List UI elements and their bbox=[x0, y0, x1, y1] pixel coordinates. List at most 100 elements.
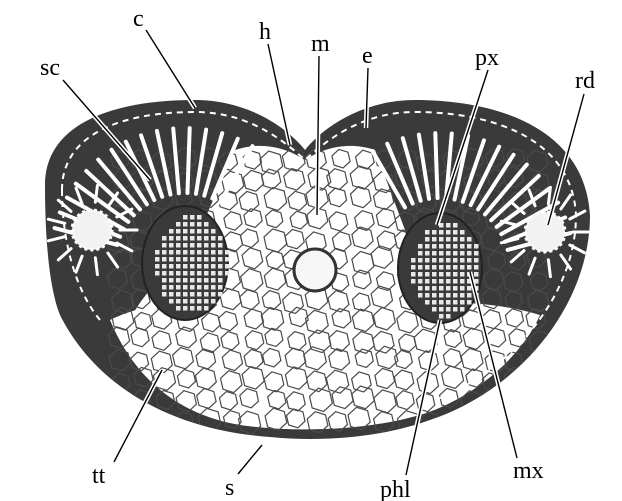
xylem-cell bbox=[439, 272, 444, 277]
xylem-cell bbox=[211, 257, 216, 262]
xylem-cell bbox=[211, 285, 216, 290]
parenchyma-cell bbox=[530, 407, 552, 430]
xylem-cell bbox=[183, 306, 188, 311]
xylem-cell bbox=[211, 299, 216, 304]
xylem-cell bbox=[197, 222, 202, 227]
xylem-cell bbox=[225, 271, 230, 276]
xylem-cell bbox=[197, 229, 202, 234]
xylem-cell bbox=[446, 223, 451, 228]
xylem-cell bbox=[162, 292, 167, 297]
xylem-cell bbox=[432, 237, 437, 242]
xylem-cell bbox=[460, 286, 465, 291]
xylem-cell bbox=[474, 258, 479, 263]
xylem-cell bbox=[467, 286, 472, 291]
xylem-cell bbox=[211, 271, 216, 276]
xylem-cell bbox=[453, 279, 458, 284]
xylem-cell bbox=[432, 272, 437, 277]
xylem-cell bbox=[169, 250, 174, 255]
xylem-cell bbox=[460, 244, 465, 249]
xylem-cell bbox=[418, 258, 423, 263]
xylem-cell bbox=[418, 251, 423, 256]
xylem-cell bbox=[446, 251, 451, 256]
xylem-cell bbox=[197, 299, 202, 304]
xylem-cell bbox=[211, 264, 216, 269]
label-px: px bbox=[475, 45, 499, 71]
xylem-cell bbox=[204, 257, 209, 262]
xylem-cell bbox=[155, 264, 160, 269]
xylem-cell bbox=[453, 293, 458, 298]
xylem-cell bbox=[183, 299, 188, 304]
xylem-cell bbox=[425, 272, 430, 277]
xylem-cell bbox=[460, 230, 465, 235]
parenchyma-cell bbox=[441, 414, 458, 432]
xylem-cell bbox=[446, 300, 451, 305]
xylem-cell bbox=[446, 244, 451, 249]
xylem-cell bbox=[453, 300, 458, 305]
xylem-cell bbox=[190, 257, 195, 262]
xylem-cell bbox=[425, 293, 430, 298]
xylem-cell bbox=[176, 257, 181, 262]
xylem-cell bbox=[418, 293, 423, 298]
xylem-cell bbox=[425, 258, 430, 263]
xylem-cell bbox=[162, 285, 167, 290]
parenchyma-cell bbox=[152, 412, 170, 430]
label-mx: mx bbox=[513, 458, 544, 484]
xylem-cell bbox=[425, 279, 430, 284]
xylem-cell bbox=[169, 236, 174, 241]
parenchyma-cell bbox=[461, 412, 482, 433]
xylem-cell bbox=[425, 230, 430, 235]
xylem-cell bbox=[411, 258, 416, 263]
xylem-cell bbox=[446, 279, 451, 284]
xylem-cell bbox=[446, 265, 451, 270]
xylem-cell bbox=[218, 285, 223, 290]
xylem-cell bbox=[176, 229, 181, 234]
xylem-cell bbox=[467, 237, 472, 242]
xylem-cell bbox=[446, 307, 451, 312]
xylem-cell bbox=[474, 251, 479, 256]
xylem-cell bbox=[439, 300, 444, 305]
xylem-cell bbox=[162, 257, 167, 262]
xylem-cell bbox=[169, 264, 174, 269]
xylem-cell bbox=[453, 307, 458, 312]
xylem-cell bbox=[460, 251, 465, 256]
xylem-cell bbox=[218, 292, 223, 297]
xylem-cell bbox=[225, 264, 230, 269]
xylem-cell bbox=[190, 236, 195, 241]
xylem-cell bbox=[190, 243, 195, 248]
xylem-cell bbox=[169, 229, 174, 234]
xylem-cell bbox=[418, 286, 423, 291]
cortex-streak bbox=[435, 133, 437, 198]
xylem-cell bbox=[439, 244, 444, 249]
xylem-cell bbox=[432, 265, 437, 270]
xylem-cell bbox=[190, 271, 195, 276]
xylem-cell bbox=[439, 286, 444, 291]
xylem-cell bbox=[190, 278, 195, 283]
xylem-cell bbox=[425, 265, 430, 270]
leader-s bbox=[238, 445, 262, 474]
xylem-cell bbox=[155, 250, 160, 255]
cortex-streak bbox=[95, 258, 97, 275]
xylem-cell bbox=[439, 314, 444, 319]
xylem-cell bbox=[197, 285, 202, 290]
xylem-cell bbox=[204, 292, 209, 297]
cortex-streak bbox=[95, 185, 97, 202]
xylem-cell bbox=[190, 229, 195, 234]
xylem-cell bbox=[197, 306, 202, 311]
parenchyma-cell bbox=[530, 391, 548, 410]
resin-duct-left bbox=[72, 210, 112, 250]
xylem-cell bbox=[162, 278, 167, 283]
xylem-cell bbox=[453, 237, 458, 242]
label-tt: tt bbox=[92, 463, 106, 489]
xylem-cell bbox=[169, 292, 174, 297]
xylem-cell bbox=[418, 279, 423, 284]
parenchyma-cell bbox=[505, 388, 525, 408]
xylem-cell bbox=[211, 236, 216, 241]
xylem-cell bbox=[183, 222, 188, 227]
xylem-cell bbox=[204, 299, 209, 304]
cortex-streak bbox=[548, 187, 550, 204]
xylem-cell bbox=[183, 215, 188, 220]
xylem-cell bbox=[446, 258, 451, 263]
xylem-cell bbox=[439, 307, 444, 312]
xylem-cell bbox=[211, 243, 216, 248]
xylem-cell bbox=[204, 306, 209, 311]
